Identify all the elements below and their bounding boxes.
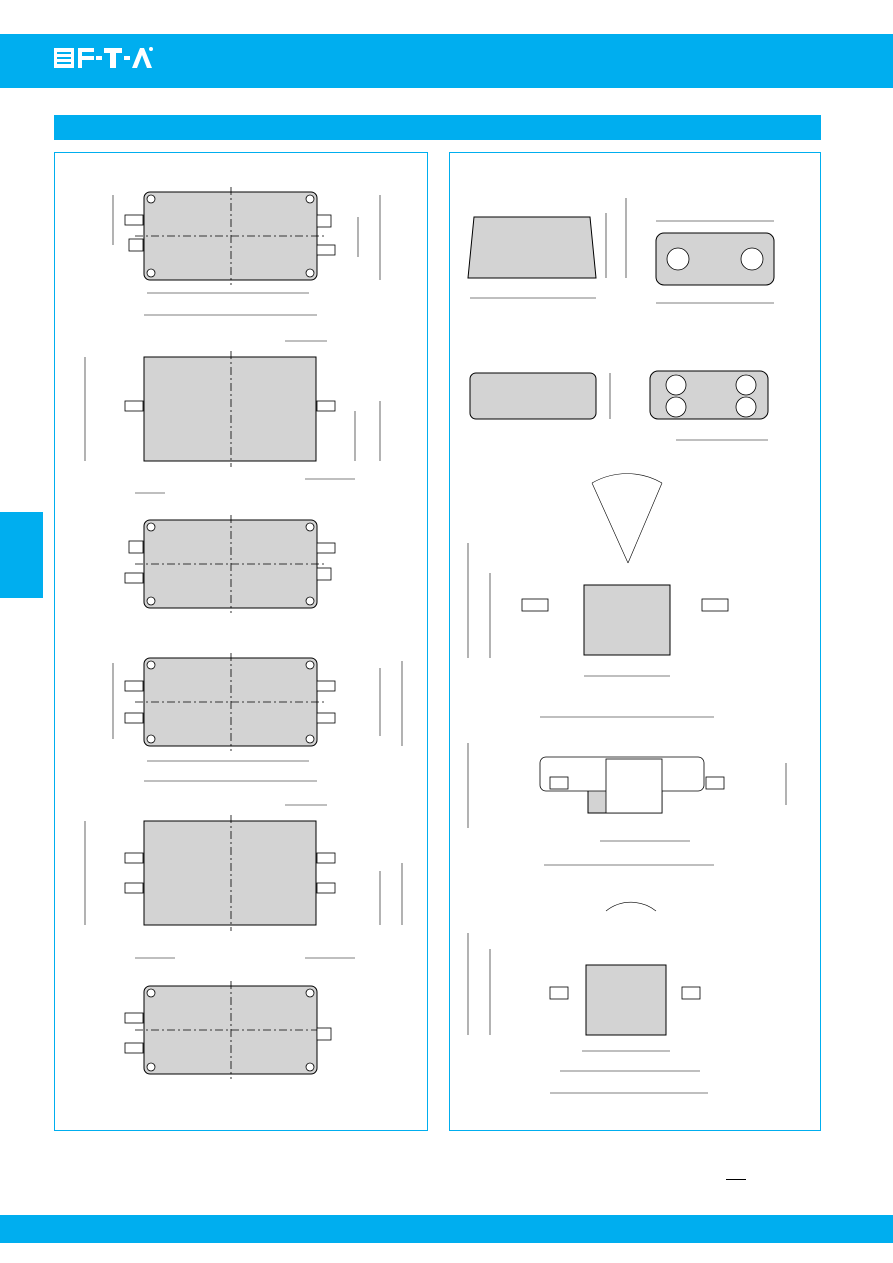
switch-housing-top-view — [469, 372, 597, 420]
right-technical-drawings — [467, 198, 787, 1094]
switch-housing-bottom-view — [655, 232, 775, 286]
fta-logo-icon — [54, 47, 153, 68]
footer-band — [0, 1215, 893, 1243]
left-drawing-panel — [54, 152, 428, 1131]
section-title-bar — [54, 115, 821, 140]
switch-housing-side-view — [467, 216, 597, 279]
filter-housing-side-view-5 — [143, 820, 317, 926]
left-technical-drawings — [84, 187, 403, 1079]
filter-housing-side-view-2 — [143, 356, 317, 462]
chapter-side-tab — [0, 512, 43, 598]
switch-body-front-view — [583, 584, 671, 656]
page-number-mark — [726, 1179, 746, 1180]
switch-body-side-view — [585, 964, 667, 1036]
right-drawing-panel — [449, 152, 821, 1131]
